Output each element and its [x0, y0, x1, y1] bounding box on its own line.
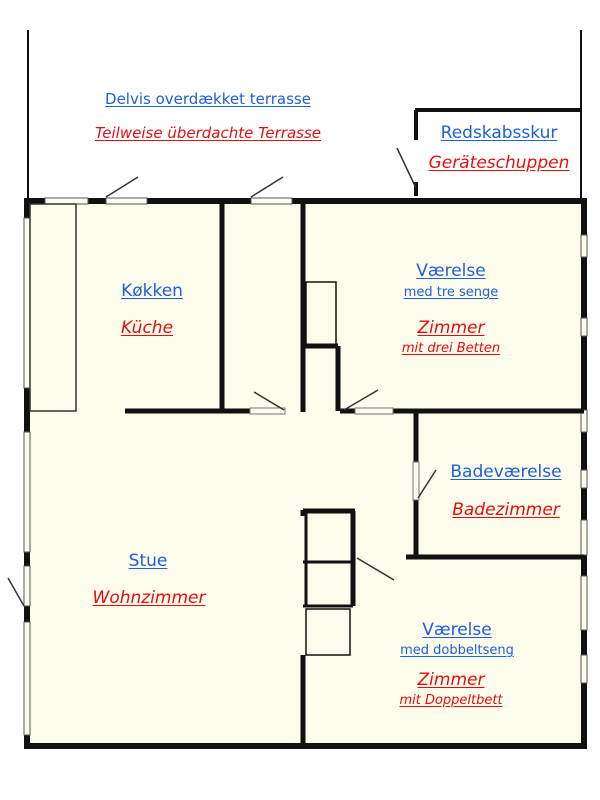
bedroom-three-sub-da: med tre senge [403, 285, 499, 300]
shed-label-da: Redskabsskur [440, 123, 558, 143]
kitchen-label-da: Køkken [121, 281, 183, 301]
living-label-de: Wohnzimmer [92, 588, 206, 608]
shed-door [396, 147, 417, 189]
bedroom-three-sub-de: mit drei Betten [401, 341, 501, 356]
bathroom-label-da: Badeværelse [450, 462, 562, 482]
bathroom-label-de: Badezimmer [452, 500, 560, 520]
living-label-da: Stue [128, 551, 168, 571]
terrace-label-de: Teilweise überdachte Terrasse [94, 124, 322, 142]
shed-label-de: Geräteschuppen [428, 153, 570, 173]
terrace-door-swing-left [105, 176, 139, 198]
doorways [249, 407, 420, 501]
bedroom-three-label-de: Zimmer [417, 318, 485, 338]
terrace-door-swing-right [250, 176, 284, 198]
kitchen-counter [29, 203, 77, 412]
terrace-label-da: Delvis overdækket terrasse [105, 90, 311, 108]
kitchen-label-de: Küche [120, 318, 174, 338]
bedroom-double-label-de: Zimmer [417, 670, 485, 690]
bedroom-three-label-da: Værelse [416, 261, 486, 281]
windows [23, 197, 588, 736]
closets [303, 281, 356, 656]
bedroom-double-label-da: Værelse [422, 620, 492, 640]
bedroom-double-sub-de: mit Doppeltbett [399, 693, 503, 708]
terrace-area [28, 30, 581, 198]
bedroom-double-sub-da: med dobbeltseng [400, 643, 514, 658]
door-swings [7, 389, 437, 607]
